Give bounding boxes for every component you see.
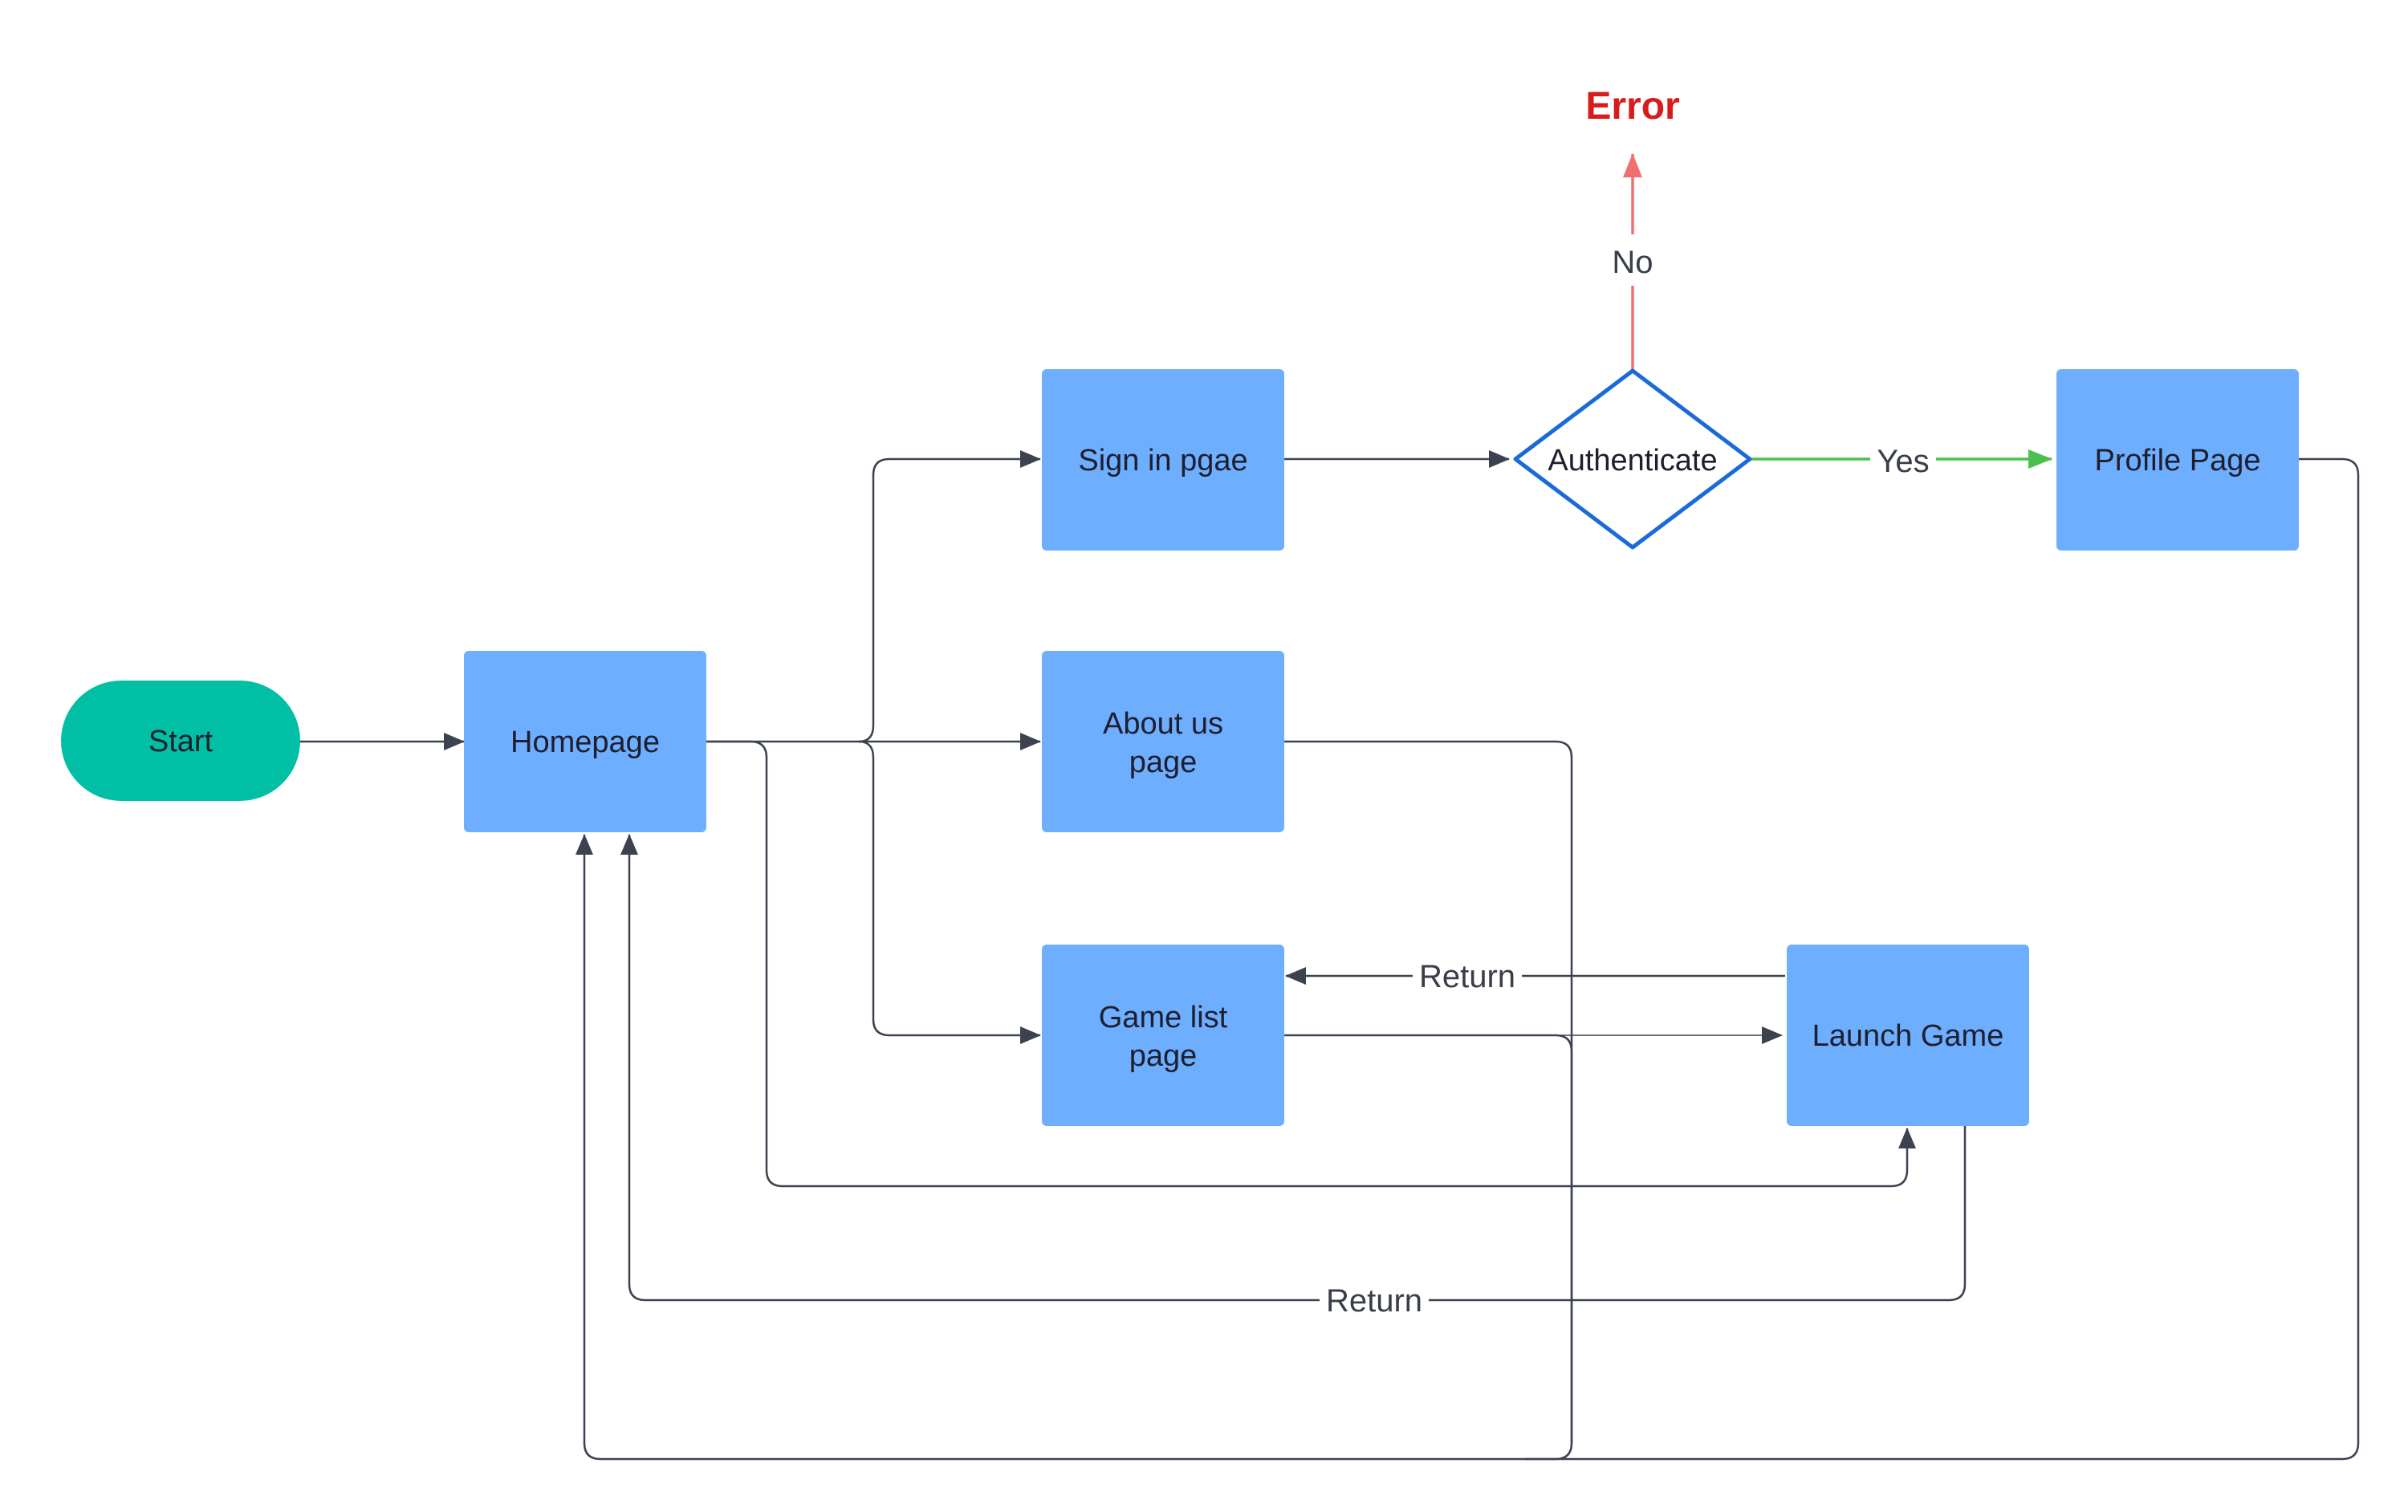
no-label: No [1612,245,1653,280]
edge-launch-homepage [620,834,1967,1302]
no-label-bg [1601,234,1665,286]
gamelist-label-line2: page [1129,1039,1198,1073]
authenticate-label: Authenticate [1548,444,1717,478]
return-home-label-bg [1320,1279,1429,1323]
about-label-line2: page [1129,746,1198,779]
edge-homepage-signin [858,450,1041,743]
profile-label: Profile Page [2094,444,2260,478]
start-node[interactable]: Start [61,681,300,801]
edge-homepage-gamelist [858,740,1041,1044]
launch-node[interactable]: Launch Game [1787,945,2029,1126]
return-home-label: Return [1326,1283,1422,1319]
signin-node[interactable]: Sign in pgae [1042,369,1284,551]
edge-profile-homepage [576,457,2360,1461]
about-node[interactable]: About us page [1042,651,1284,832]
edge-about-homepage [1283,740,1573,1461]
edge-homepage-launch [706,740,1916,1188]
gamelist-label-line1: Game list [1099,1001,1228,1034]
homepage-label: Homepage [510,726,660,759]
start-label: Start [148,725,214,758]
edge-gamelist-homepage [1283,1034,1573,1443]
homepage-node[interactable]: Homepage [464,651,706,832]
authenticate-node[interactable]: Authenticate [1513,368,1752,550]
profile-node[interactable]: Profile Page [2056,369,2299,551]
yes-label: Yes [1877,444,1929,479]
signin-label: Sign in pgae [1078,444,1247,478]
error-label: Error [1585,85,1679,128]
yes-label-bg [1870,438,1936,482]
launch-label: Launch Game [1812,1019,2004,1053]
return-launch-label: Return [1419,959,1515,994]
return-launch-label-bg [1413,955,1522,998]
about-label-line1: About us [1103,707,1223,741]
gamelist-node[interactable]: Game list page [1042,945,1284,1126]
